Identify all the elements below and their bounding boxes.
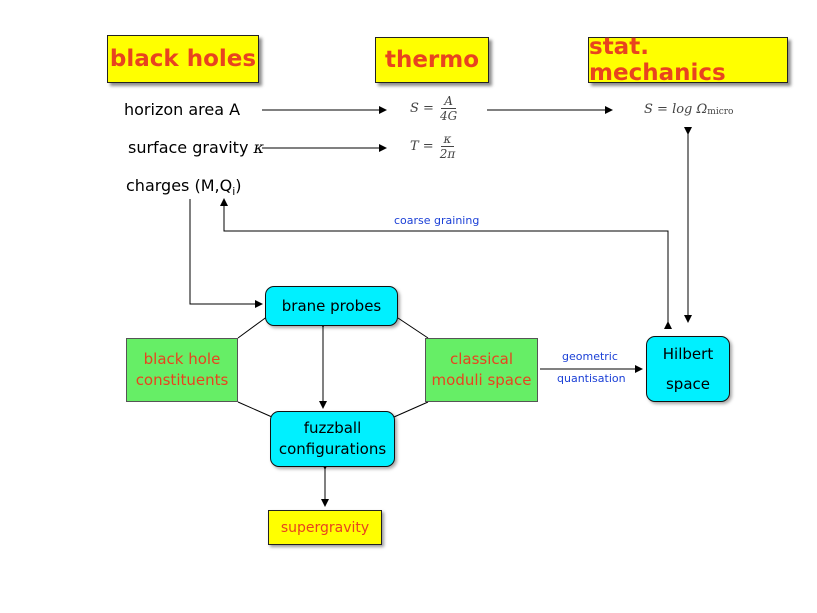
formula-entropy-lhs: S = xyxy=(410,101,434,116)
node-brane-probes: brane probes xyxy=(265,286,398,326)
formula-entropy-den: 4G xyxy=(439,109,458,123)
node-black-hole-constituents: black hole constituents xyxy=(126,338,238,402)
formula-temp-num: κ xyxy=(440,132,455,147)
header-thermo-label: thermo xyxy=(384,47,480,73)
arrow-coarse-graining xyxy=(220,198,672,329)
label-geometric: geometric xyxy=(562,350,618,363)
formula-micro-lhs: S = log Ω xyxy=(644,101,708,117)
header-stat-mechanics-label: stat. mechanics xyxy=(589,34,726,86)
label-kappa: κ xyxy=(253,138,265,157)
label-horizon-area: horizon area A xyxy=(124,100,241,119)
label-charges-text: charges (M,Q xyxy=(126,176,233,195)
formula-micro-sub: micro xyxy=(707,107,734,117)
arrow-charges-to-brane xyxy=(189,199,263,308)
label-quantisation: quantisation xyxy=(557,372,626,385)
edge-classical-fuzzball xyxy=(393,401,429,418)
label-charges-sub: i xyxy=(232,185,236,199)
edge-brane-classical xyxy=(397,317,429,339)
header-black-holes-label: black holes xyxy=(109,46,257,72)
node-fuzzball-line2: configurations xyxy=(278,440,387,458)
node-fuzzball-configurations: fuzzball configurations xyxy=(270,411,395,467)
node-constituents-line2: constituents xyxy=(135,371,229,389)
node-fuzzball-line1: fuzzball xyxy=(303,419,362,437)
edge-constituents-brane xyxy=(237,315,269,339)
label-surface-gravity: surface gravity κ xyxy=(128,138,264,157)
formula-entropy-num: A xyxy=(441,94,456,109)
node-constituents-line1: black hole xyxy=(143,350,221,368)
node-hilbert-line2: space xyxy=(665,375,710,393)
label-coarse-graining: coarse graining xyxy=(394,214,480,227)
node-supergravity: supergravity xyxy=(268,510,382,545)
header-thermo: thermo xyxy=(375,37,489,83)
node-supergravity-label: supergravity xyxy=(280,519,370,536)
node-classical-moduli-space: classical moduli space xyxy=(425,338,538,402)
label-charges-close: ) xyxy=(235,176,242,195)
node-hilbert-line1: Hilbert xyxy=(662,345,714,363)
header-black-holes: black holes xyxy=(107,35,259,83)
node-brane-probes-label: brane probes xyxy=(281,296,382,315)
formula-temp-den: 2π xyxy=(439,147,456,161)
edge-constituents-fuzzball xyxy=(237,401,273,418)
label-charges: charges (M,Qi) xyxy=(126,176,242,198)
node-classical-line2: moduli space xyxy=(431,371,532,389)
header-stat-mechanics: stat. mechanics xyxy=(588,34,788,86)
formula-temp-lhs: T = xyxy=(410,139,434,154)
node-hilbert-space: Hilbert space xyxy=(646,336,730,402)
node-classical-line1: classical xyxy=(449,350,513,368)
label-surface-gravity-text: surface gravity xyxy=(128,138,249,157)
